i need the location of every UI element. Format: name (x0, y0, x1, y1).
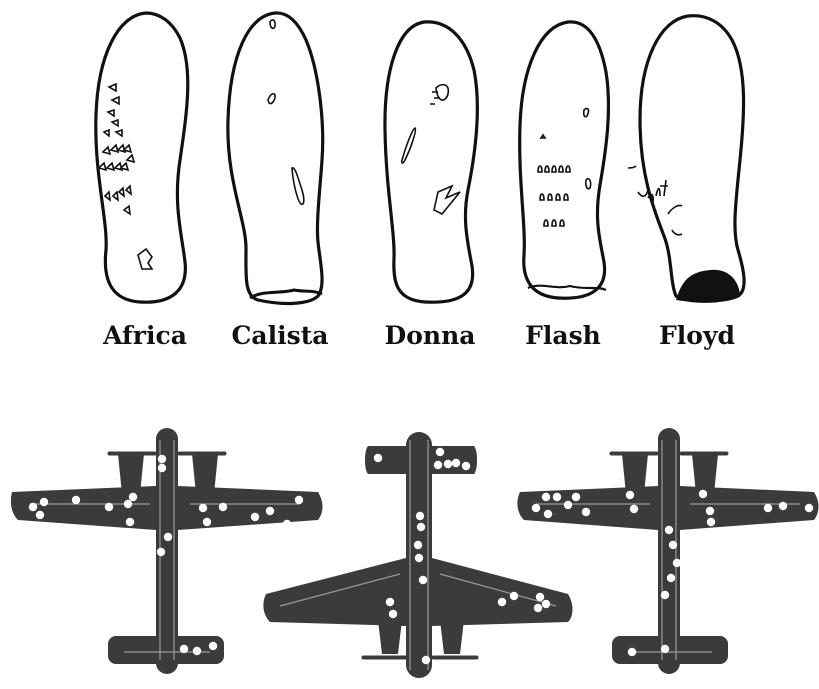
bullet-hole (129, 493, 137, 501)
bullet-hole (203, 518, 211, 526)
bullet-hole (582, 508, 590, 516)
specimen-label-africa: Africa (75, 316, 215, 356)
bullet-hole (415, 554, 423, 562)
bullet-hole (72, 496, 80, 504)
bullet-hole (251, 513, 259, 521)
aircraft-left (11, 428, 323, 674)
bullet-hole (498, 598, 506, 606)
specimen-label-flash: Flash (493, 316, 633, 356)
bullet-hole (283, 520, 291, 528)
specimen-label-donna: Donna (360, 316, 500, 356)
specimen-floyd (628, 16, 744, 302)
bullet-hole (764, 504, 772, 512)
bullet-hole (219, 503, 227, 511)
bullet-hole (266, 507, 274, 515)
bullet-hole (158, 455, 166, 463)
bullet-hole (669, 541, 677, 549)
bullet-hole (706, 507, 714, 515)
bullet-hole (444, 460, 452, 468)
bullet-hole (193, 647, 201, 655)
bullet-hole (542, 600, 550, 608)
bullet-hole (209, 642, 217, 650)
bullet-hole (414, 541, 422, 549)
bullet-hole (157, 548, 165, 556)
specimen-donna (385, 22, 477, 302)
bullet-hole (661, 645, 669, 653)
bullet-hole (419, 576, 427, 584)
bullet-hole (536, 593, 544, 601)
aircraft-right (517, 428, 818, 674)
bullet-hole (40, 498, 48, 506)
bullet-hole (779, 502, 787, 510)
bullet-hole (626, 491, 634, 499)
bullet-hole (542, 493, 550, 501)
bullet-hole (416, 512, 424, 520)
bullet-hole (628, 533, 636, 541)
specimen-calista (228, 13, 323, 304)
specimen-label-floyd: Floyd (627, 316, 767, 356)
bullet-hole (105, 503, 113, 511)
bullet-hole (158, 464, 166, 472)
bullet-hole (164, 533, 172, 541)
bullet-hole (386, 598, 394, 606)
bullet-hole (452, 459, 460, 467)
bullet-hole (199, 504, 207, 512)
bullet-hole (180, 645, 188, 653)
bullet-hole (532, 504, 540, 512)
bullet-hole (434, 461, 442, 469)
bullet-hole (628, 648, 636, 656)
bullet-hole (572, 493, 580, 501)
bullet-hole (553, 493, 561, 501)
bullet-hole (673, 559, 681, 567)
bullet-hole (436, 448, 444, 456)
bullet-hole (124, 500, 132, 508)
bullet-hole (661, 591, 669, 599)
bullet-hole (805, 504, 813, 512)
bullet-hole (534, 604, 542, 612)
specimen-flash (520, 22, 609, 298)
bullet-hole (29, 503, 37, 511)
bullet-hole (544, 510, 552, 518)
bullet-hole (374, 454, 382, 462)
bullet-hole (667, 574, 675, 582)
bullet-hole (564, 501, 572, 509)
bullet-hole (36, 511, 44, 519)
bullet-hole (699, 490, 707, 498)
bullet-hole (462, 462, 470, 470)
bullet-hole (707, 518, 715, 526)
bullet-hole (417, 523, 425, 531)
specimen-label-calista: Calista (210, 316, 350, 356)
bullet-hole (630, 505, 638, 513)
specimen-africa (96, 13, 188, 302)
bullet-hole (295, 496, 303, 504)
bullet-hole (389, 610, 397, 618)
bullet-hole (126, 518, 134, 526)
bullet-hole (510, 592, 518, 600)
bullet-hole (665, 526, 673, 534)
bullet-hole (422, 656, 430, 664)
